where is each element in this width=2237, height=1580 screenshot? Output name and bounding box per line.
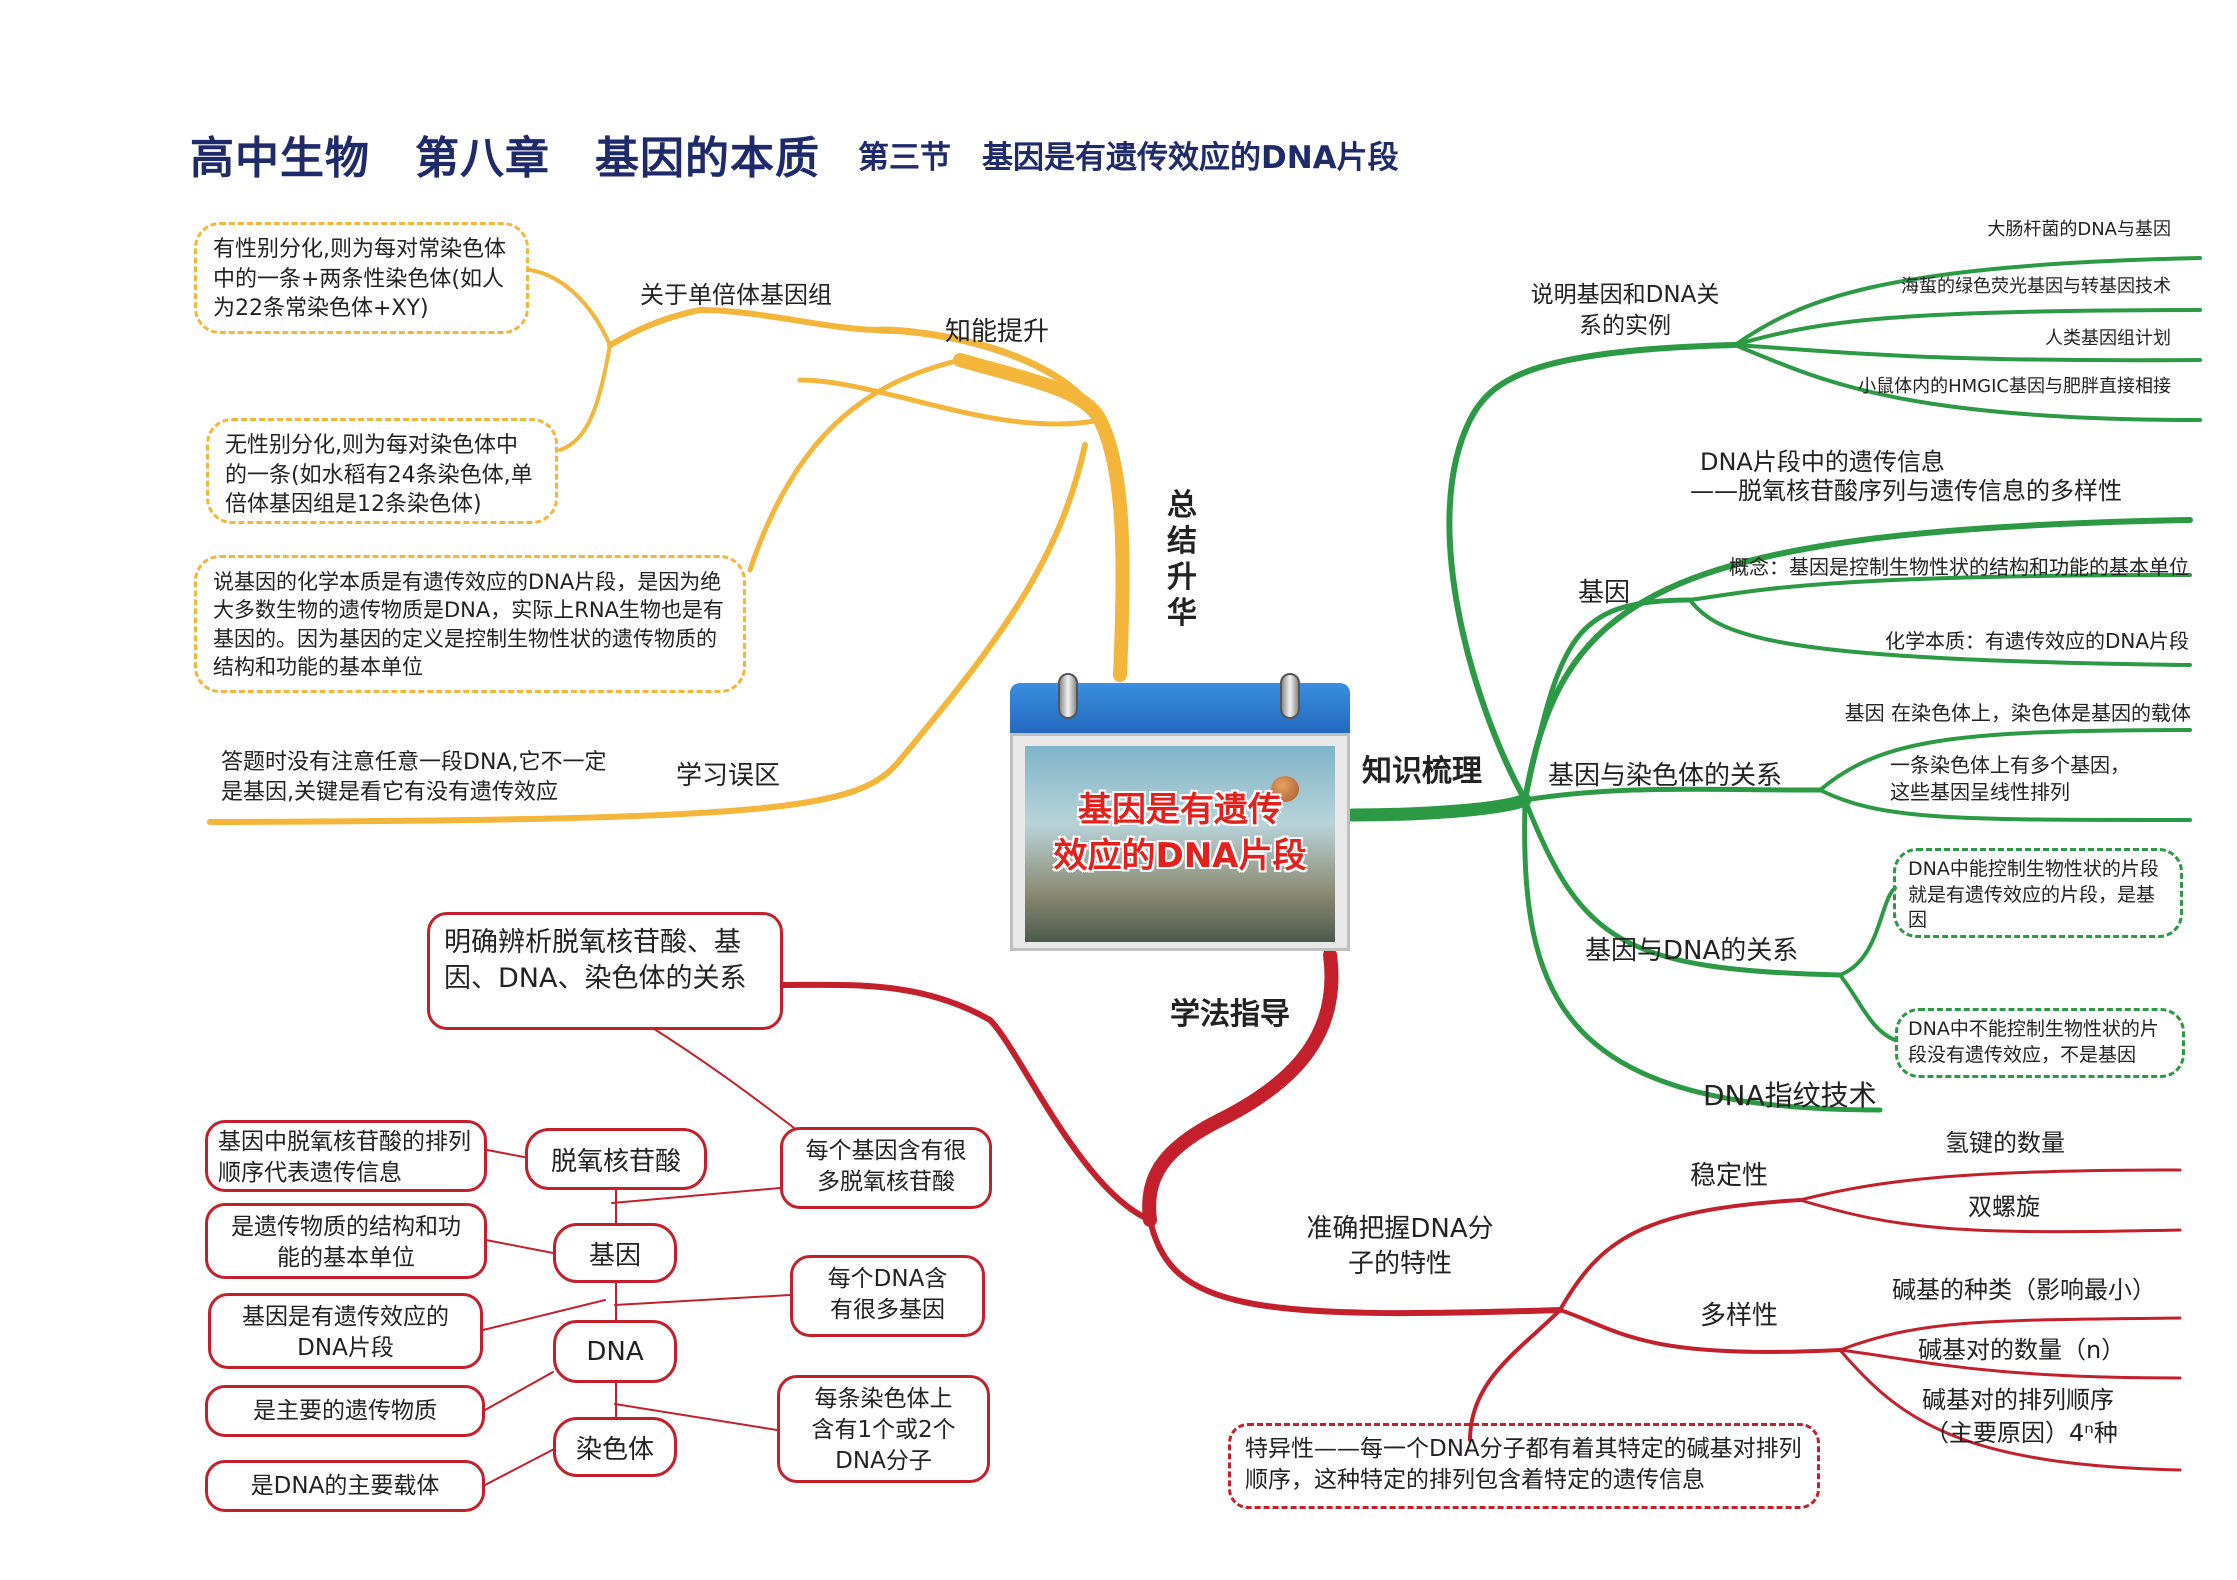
mistake-label: 学习误区	[676, 761, 781, 791]
diversity-item: （主要原因）4ⁿ种	[1925, 1419, 2118, 1447]
calendar-ring-icon	[1058, 673, 1078, 719]
fingerprint-label: DNA指纹技术	[1703, 1079, 1877, 1112]
page-subtitle: 第三节 基因是有遗传效应的DNA片段	[858, 140, 1399, 176]
page-title: 高中生物 第八章 基因的本质	[190, 133, 820, 184]
center-label-line1: 基因是有遗传	[1078, 790, 1282, 830]
ability-label: 知能提升	[945, 317, 1050, 347]
calendar-body: 基因是有遗传 效应的DNA片段	[1010, 733, 1350, 951]
branch-knowledge: 知识梳理	[1362, 754, 1482, 789]
diversity-item: 碱基对的排列顺序	[1922, 1386, 2114, 1414]
center-topic: 基因是有遗传 效应的DNA片段	[1010, 673, 1350, 951]
grasp-title: 准确把握DNA分子的特性	[1306, 1214, 1494, 1280]
dna-gene-box2: DNA中不能控制生物性状的片段没有遗传效应，不是基因	[1895, 1008, 2185, 1078]
left-note: 基因是有遗传效应的DNA片段	[208, 1293, 483, 1369]
stability-label: 稳定性	[1690, 1161, 1769, 1191]
calendar-ring-icon	[1280, 673, 1300, 719]
gene-label: 基因	[1578, 578, 1631, 608]
left-note: 基因中脱氧核苷酸的排列顺序代表遗传信息	[205, 1120, 487, 1192]
chromosome-note1: 基因 在染色体上，染色体是基因的载体	[1844, 701, 2191, 725]
right-note: 每条染色体上含有1个或2个DNA分子	[777, 1375, 990, 1483]
stability-item: 双螺旋	[1968, 1193, 2040, 1221]
mistake-text: 答题时没有注意任意一段DNA,它不一定是基因,关键是看它有没有遗传效应	[221, 750, 607, 805]
gene-concept: 概念：基因是控制生物性状的结构和功能的基本单位	[1729, 555, 2189, 579]
stone-photo: 基因是有遗传 效应的DNA片段	[1025, 746, 1335, 942]
diversity-item: 碱基对的数量（n）	[1918, 1336, 2126, 1364]
right-note: 每个基因含有很多脱氧核苷酸	[780, 1127, 992, 1209]
info-line2: ——脱氧核苷酸序列与遗传信息的多样性	[1690, 477, 2122, 505]
center-label: 基因是有遗传 效应的DNA片段	[1025, 788, 1335, 880]
diversity-item: 碱基的种类（影响最小）	[1892, 1276, 2156, 1304]
chromosome-note2: 一条染色体上有多个基因，这些基因呈线性排列	[1890, 753, 2130, 804]
gene-chemical: 化学本质：有遗传效应的DNA片段	[1884, 629, 2189, 653]
info-line1: DNA片段中的遗传信息	[1700, 448, 1945, 476]
gene-dna-label: 基因与DNA的关系	[1585, 936, 1799, 966]
left-note: 是遗传物质的结构和功能的基本单位	[205, 1203, 487, 1279]
gene-chromosome-label: 基因与染色体的关系	[1548, 761, 1783, 791]
right-note: 每个DNA含有很多基因	[790, 1255, 985, 1337]
node-nucleotide: 脱氧核苷酸	[525, 1128, 707, 1190]
node-gene: 基因	[553, 1223, 677, 1283]
summary-branch-lines	[207, 268, 1130, 825]
left-note: 是DNA的主要载体	[205, 1460, 485, 1512]
stone-icon	[1271, 776, 1299, 802]
haploid-label: 关于单倍体基因组	[640, 281, 832, 309]
dna-gene-box1: DNA中能控制生物性状的片段就是有遗传效应的片段，是基因	[1893, 848, 2183, 938]
example-title: 说明基因和DNA关系的实例	[1530, 282, 1720, 340]
relation-box: 明确辨析脱氧核苷酸、基因、DNA、染色体的关系	[427, 912, 783, 1030]
example-item: 人类基因组计划	[2045, 328, 2171, 349]
haploid-asexual-box: 无性别分化,则为每对染色体中的一条(如水稻有24条染色体,单倍体基因组是12条染…	[206, 418, 558, 524]
stability-item: 氢键的数量	[1945, 1129, 2065, 1157]
example-item: 小鼠体内的HMGIC基因与肥胖直接相接	[1858, 376, 2171, 397]
knowledge-branch-lines	[1345, 256, 2202, 1113]
left-note: 是主要的遗传物质	[205, 1385, 485, 1437]
branch-summary: 总结升华	[1167, 488, 1197, 631]
center-label-line2: 效应的DNA片段	[1053, 835, 1307, 876]
node-dna: DNA	[553, 1320, 677, 1383]
haploid-sexual-box: 有性别分化,则为每对常染色体中的一条+两条性染色体(如人为22条常染色体+XY)	[194, 222, 529, 334]
diversity-label: 多样性	[1700, 1301, 1779, 1331]
example-item: 海蜇的绿色荧光基因与转基因技术	[1901, 276, 2171, 297]
method-branch-lines	[482, 948, 2182, 1486]
example-item: 大肠杆菌的DNA与基因	[1987, 219, 2171, 240]
node-chromosome: 染色体	[553, 1417, 677, 1477]
ability-explain-box: 说基因的化学本质是有遗传效应的DNA片段，是因为绝大多数生物的遗传物质是DNA，…	[194, 555, 746, 693]
branch-method: 学法指导	[1170, 997, 1290, 1032]
specificity-box: 特异性——每一个DNA分子都有着其特定的碱基对排列顺序，这种特定的排列包含着特定…	[1228, 1423, 1820, 1509]
